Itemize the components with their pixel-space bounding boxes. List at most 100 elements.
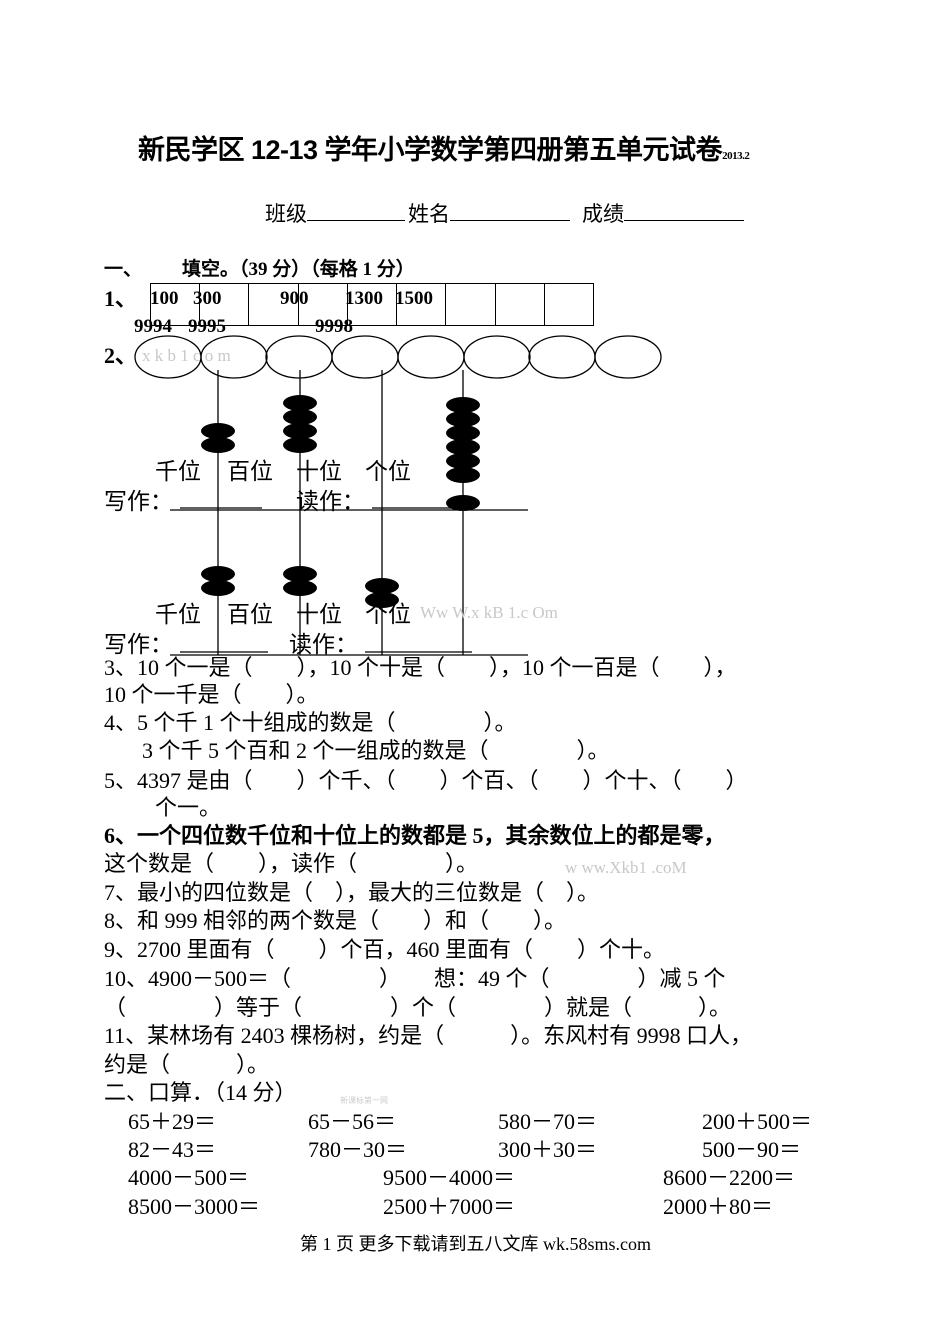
write-label: 写作：	[104, 489, 173, 514]
score-field[interactable]: 成绩	[582, 198, 744, 228]
calc-item: 8500－3000＝	[128, 1194, 261, 1219]
abacus-bead	[201, 580, 235, 596]
question-10: 10、4900－500＝（ ） 想：49 个（ ）减 5 个	[104, 966, 726, 991]
abacus-bead	[365, 578, 399, 594]
write-label: 写作：	[104, 632, 173, 657]
question-11-cont: 约是（ ）。	[104, 1052, 270, 1077]
place-label-hundreds: 百位	[227, 459, 273, 484]
seq-value: 9998	[315, 316, 353, 337]
abacus-bead	[446, 397, 480, 413]
calc-item: 65－56＝	[308, 1109, 397, 1134]
answer-oval	[594, 335, 662, 379]
abacus-bead	[201, 437, 235, 453]
answer-oval	[265, 335, 333, 379]
question-5: 5、4397 是由（ ）个千、（ ）个百、（ ）个十、（ ）	[104, 768, 748, 793]
q1-number: 1、	[104, 286, 138, 311]
calc-item: 2500＋7000＝	[383, 1194, 516, 1219]
abacus-bead	[201, 423, 235, 439]
seq-value: 1500	[395, 288, 433, 309]
place-label-thousands: 千位	[155, 602, 201, 627]
sequence-cell[interactable]	[446, 284, 496, 325]
calc-item: 200＋500＝	[702, 1109, 813, 1134]
watermark: Ww W.x kB 1.c Om	[420, 603, 558, 622]
title-text: 新民学区 12-13 学年小学数学第四册第五单元试卷	[138, 135, 723, 165]
place-label-hundreds: 百位	[227, 602, 273, 627]
calc-item: 780－30＝	[308, 1137, 408, 1162]
place-label-thousands: 千位	[155, 459, 201, 484]
question-6-cont: 这个数是（ ），读作（ ）。	[104, 851, 479, 876]
sequence-cell[interactable]	[200, 284, 250, 325]
question-11: 11、某林场有 2403 棵杨树，约是（ ）。东风村有 9998 口人，	[104, 1023, 753, 1048]
section1-number: 一、	[104, 259, 143, 280]
seq-value: 1300	[345, 288, 383, 309]
abacus-bead	[446, 425, 480, 441]
sequence-cell[interactable]	[151, 284, 201, 325]
answer-oval	[528, 335, 596, 379]
sequence-cell[interactable]	[496, 284, 545, 325]
abacus-bead	[283, 437, 317, 453]
abacus-bead	[283, 409, 317, 425]
question-4: 4、5 个千 1 个十组成的数是（ ）。	[104, 710, 517, 735]
calc-item: 8600－2200＝	[663, 1165, 796, 1190]
place-label-tens: 十位	[296, 459, 342, 484]
abacus-bead	[283, 423, 317, 439]
calc-item: 2000＋80＝	[663, 1194, 774, 1219]
q2-number: 2、	[104, 343, 138, 368]
question-3: 3、10 个一是（ ），10 个十是（ ），10 个一百是（ ），	[104, 655, 737, 680]
calc-item: 65＋29＝	[128, 1109, 217, 1134]
section1-heading: 一、 填空。（39 分）（每格 1 分）	[104, 256, 415, 284]
question-5-cont: 个一。	[155, 795, 222, 820]
calc-item: 300＋30＝	[498, 1137, 598, 1162]
answer-oval	[397, 335, 465, 379]
answer-oval	[134, 335, 202, 379]
abacus-bead	[446, 439, 480, 455]
section1-title: 填空。（39 分）（每格 1 分）	[182, 259, 415, 280]
answer-oval	[463, 335, 531, 379]
question-10-cont: （ ）等于（ ）个（ ）就是（ ）。	[104, 995, 732, 1020]
watermark: w ww.Xkb1 .coM	[565, 858, 687, 877]
place-label-ones: 个位	[365, 602, 411, 627]
name-label: 姓名	[408, 203, 450, 226]
read-label: 读作：	[289, 632, 358, 657]
seq-value: 300	[193, 288, 222, 309]
sequence-cell[interactable]	[348, 284, 398, 325]
seq-value: 100	[150, 288, 179, 309]
seq-value: 9995	[188, 316, 226, 337]
question-8: 8、和 999 相邻的两个数是（ ）和（ ）。	[104, 908, 567, 933]
title-date: 2013.2	[722, 150, 750, 162]
calc-item: 82－43＝	[128, 1137, 217, 1162]
section2-heading: 二、口算．（14 分）	[104, 1080, 297, 1105]
answer-oval	[331, 335, 399, 379]
score-label: 成绩	[582, 203, 624, 226]
sequence-cell[interactable]	[397, 284, 447, 325]
abacus-bead	[365, 592, 399, 608]
sequence-cell[interactable]	[299, 284, 348, 325]
seq-value: 9994	[134, 316, 172, 337]
name-field[interactable]: 姓名	[408, 198, 570, 228]
read-label: 读作：	[296, 489, 365, 514]
number-sequence-boxes	[150, 283, 594, 326]
question-7: 7、最小的四位数是（ ），最大的三位数是（ ）。	[104, 880, 600, 905]
calc-item: 500－90＝	[702, 1137, 802, 1162]
question-9: 9、2700 里面有（ ）个百，460 里面有（ ）个十。	[104, 937, 666, 962]
question-6: 6、一个四位数千位和十位上的数都是 5，其余数位上的都是零，	[104, 823, 726, 848]
abacus-drawing	[134, 335, 662, 656]
abacus-bead	[283, 566, 317, 582]
abacus-bead	[446, 495, 480, 511]
class-field[interactable]: 班级	[265, 198, 405, 228]
abacus-bead	[446, 453, 480, 469]
abacus-bead	[201, 566, 235, 582]
watermark: 新课标第一网	[340, 1096, 388, 1105]
question-3-cont: 10 个一千是（ ）。	[104, 682, 319, 707]
place-label-tens: 十位	[296, 602, 342, 627]
class-label: 班级	[265, 203, 307, 226]
calc-item: 4000－500＝	[128, 1165, 250, 1190]
abacus-bead	[283, 580, 317, 596]
answer-oval	[200, 335, 268, 379]
watermark: x k b 1 c o m	[142, 346, 231, 365]
page-footer: 第 1 页 更多下载请到五八文库 wk.58sms.com	[300, 1234, 651, 1254]
question-4-part2: 3 个千 5 个百和 2 个一组成的数是（ ）。	[142, 738, 610, 763]
calc-item: 9500－4000＝	[383, 1165, 516, 1190]
page-title: 新民学区 12-13 学年小学数学第四册第五单元试卷2013.2	[138, 128, 750, 167]
sequence-cell[interactable]	[249, 284, 299, 325]
